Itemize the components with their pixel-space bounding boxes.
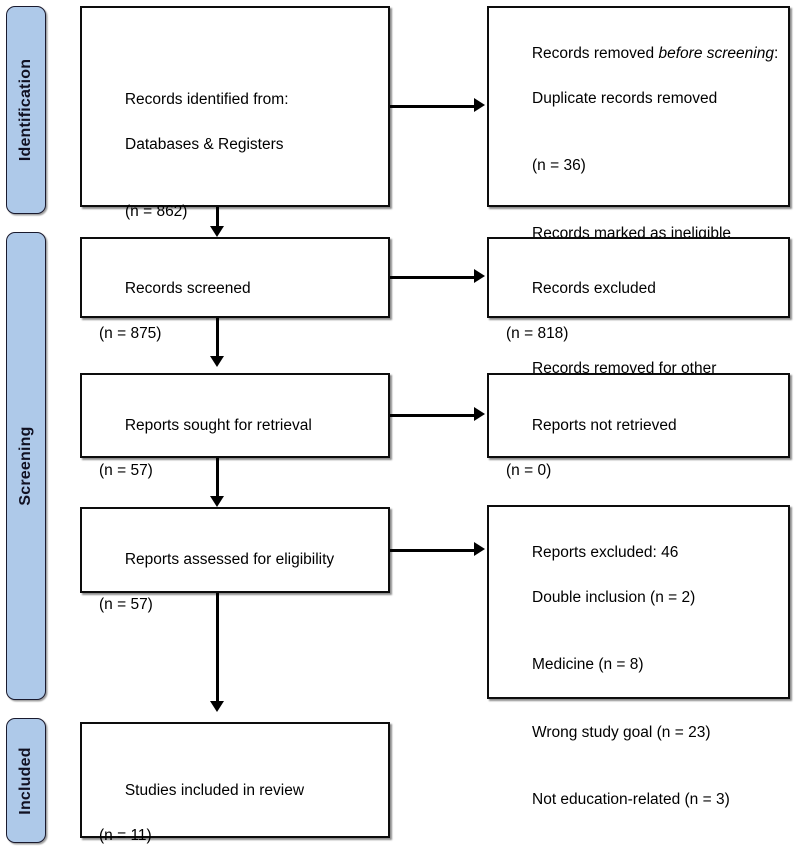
connector-identified-to-screened bbox=[216, 207, 219, 228]
studies-included-line2: (n = 11) bbox=[99, 826, 152, 844]
connector-sought-to-not-retrieved bbox=[390, 414, 476, 417]
stage-bar-screening: Screening bbox=[6, 232, 46, 700]
node-reports-not-retrieved-text: Reports not retrieved (n = 0) bbox=[506, 392, 780, 527]
node-reports-sought: Reports sought for retrieval (n = 57) bbox=[80, 373, 390, 479]
arrowhead-identified-to-screened bbox=[210, 226, 224, 237]
node-records-screened-text: Records screened (n = 875) bbox=[99, 255, 380, 390]
node-studies-included-text: Studies included in review (n = 11) bbox=[99, 757, 380, 848]
stage-label-identification: Identification bbox=[17, 58, 34, 162]
node-studies-included: Studies included in review (n = 11) bbox=[80, 722, 390, 844]
stage-bar-identification: Identification bbox=[6, 6, 46, 214]
connector-assessed-to-included bbox=[216, 593, 219, 703]
reports-excluded-heading: Reports excluded: 46 bbox=[531, 543, 679, 561]
records-excluded-line2: (n = 818) bbox=[506, 324, 569, 342]
connector-sought-to-assessed bbox=[216, 458, 219, 498]
node-records-screened: Records screened (n = 875) bbox=[80, 237, 390, 342]
records-screened-line2: (n = 875) bbox=[99, 324, 162, 342]
arrowhead-sought-to-assessed bbox=[210, 496, 224, 507]
reports-sought-line2: (n = 57) bbox=[99, 461, 153, 479]
records-identified-line1: Records identified from: bbox=[124, 90, 289, 108]
records-identified-line2: Databases & Registers bbox=[125, 135, 284, 153]
node-reports-assessed-text: Reports assessed for eligibility (n = 57… bbox=[99, 526, 380, 661]
records-removed-line5: Records removed for other bbox=[532, 359, 717, 377]
reports-assessed-line2: (n = 57) bbox=[99, 595, 153, 613]
stage-label-screening: Screening bbox=[17, 426, 34, 506]
records-removed-line2: (n = 36) bbox=[532, 157, 586, 174]
reports-excluded-reason-4: Not education-related (n = 3) bbox=[532, 791, 730, 808]
studies-included-line1: Studies included in review bbox=[124, 781, 305, 799]
records-screened-line1: Records screened bbox=[124, 279, 251, 297]
records-excluded-line1: Records excluded bbox=[531, 279, 656, 297]
connector-assessed-to-excluded bbox=[390, 549, 476, 552]
reports-excluded-reason-1: Double inclusion (n = 2) bbox=[532, 588, 696, 606]
records-removed-heading: Records removed before screening: bbox=[532, 45, 778, 62]
node-reports-excluded-list: Reports excluded: 46 Double inclusion (n… bbox=[506, 519, 780, 848]
records-removed-line1: Duplicate records removed bbox=[532, 89, 718, 107]
arrowhead-sought-to-not-retrieved bbox=[474, 407, 485, 421]
arrowhead-identified-to-removed bbox=[474, 98, 485, 112]
records-removed-heading-plain: Records removed bbox=[531, 44, 659, 62]
node-reports-excluded: Reports excluded: 46 Double inclusion (n… bbox=[487, 505, 790, 808]
records-identified-line3: (n = 862) bbox=[125, 203, 188, 220]
stage-label-included: Included bbox=[17, 746, 34, 815]
reports-excluded-reason-2: Medicine (n = 8) bbox=[532, 656, 644, 673]
stage-bar-included: Included bbox=[6, 718, 46, 843]
reports-excluded-reason-3: Wrong study goal (n = 23) bbox=[532, 723, 711, 741]
arrowhead-assessed-to-excluded bbox=[474, 542, 485, 556]
arrowhead-screened-to-sought bbox=[210, 356, 224, 367]
reports-not-retrieved-line1: Reports not retrieved bbox=[531, 416, 677, 434]
node-records-excluded: Records excluded (n = 818) bbox=[487, 237, 790, 342]
reports-sought-line1: Reports sought for retrieval bbox=[124, 416, 312, 434]
records-removed-heading-italic: before screening bbox=[658, 44, 774, 62]
reports-assessed-line1: Reports assessed for eligibility bbox=[124, 550, 335, 568]
connector-identified-to-removed bbox=[390, 105, 476, 108]
reports-not-retrieved-line2: (n = 0) bbox=[506, 461, 552, 479]
node-reports-not-retrieved: Reports not retrieved (n = 0) bbox=[487, 373, 790, 479]
records-removed-heading-colon: : bbox=[773, 44, 779, 62]
node-records-excluded-text: Records excluded (n = 818) bbox=[506, 255, 780, 390]
node-reports-assessed: Reports assessed for eligibility (n = 57… bbox=[80, 507, 390, 613]
node-records-removed-before-screening: Records removed before screening: Duplic… bbox=[487, 6, 790, 444]
node-records-identified: Records identified from: Databases & Reg… bbox=[80, 6, 390, 288]
node-reports-sought-text: Reports sought for retrieval (n = 57) bbox=[99, 392, 380, 527]
connector-screened-to-excluded bbox=[390, 276, 476, 279]
connector-screened-to-sought bbox=[216, 318, 219, 358]
arrowhead-screened-to-excluded bbox=[474, 269, 485, 283]
arrowhead-assessed-to-included bbox=[210, 701, 224, 712]
